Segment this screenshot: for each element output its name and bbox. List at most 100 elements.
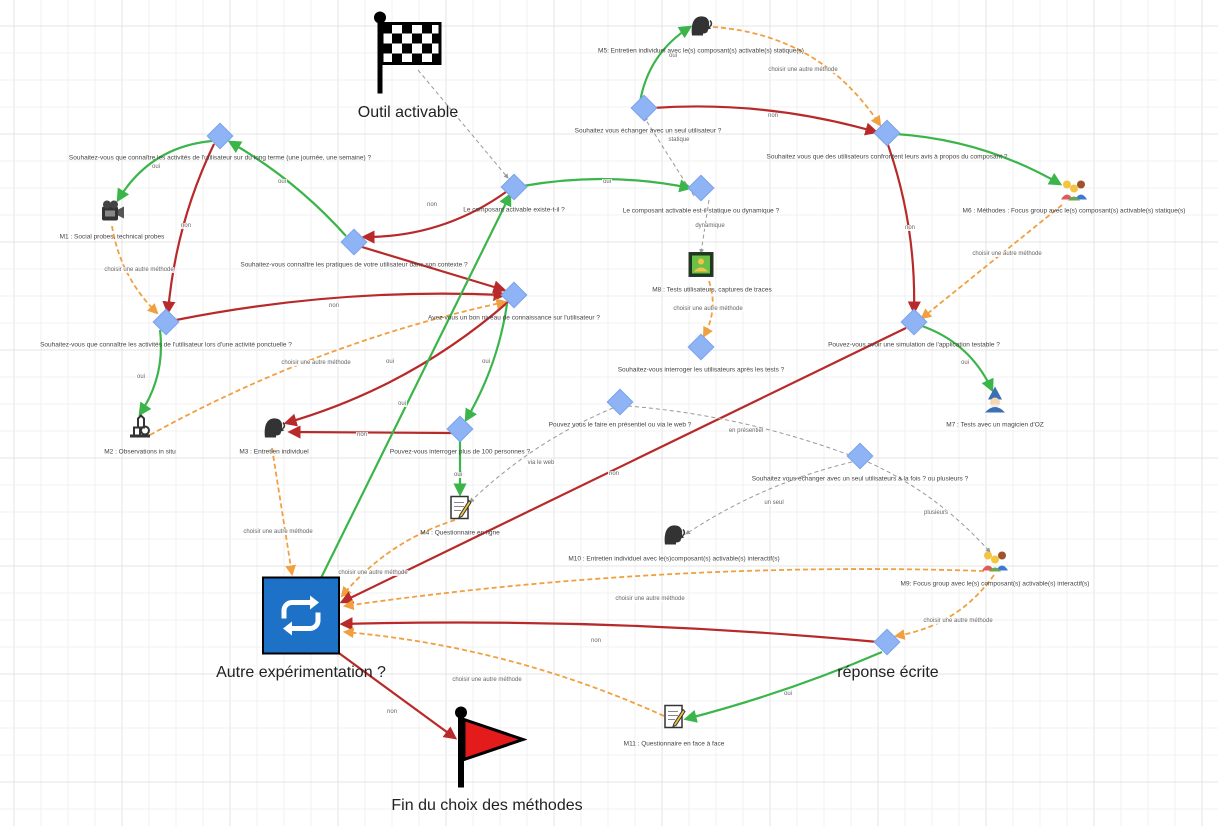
wizard-icon[interactable] xyxy=(981,386,1009,419)
edge-label: choisir une autre méthode xyxy=(922,618,994,624)
flow-edge xyxy=(683,650,883,723)
edge-label: oui xyxy=(959,360,971,366)
flow-edge xyxy=(361,191,507,244)
question-exists: Le composant activable existe-t-il ? xyxy=(463,206,565,214)
flow-edge xyxy=(699,199,710,254)
start-label: Outil activable xyxy=(357,104,459,121)
flow-edge xyxy=(271,447,296,577)
speaking-head-icon[interactable] xyxy=(688,12,714,43)
edge-label: oui xyxy=(150,164,162,170)
flow-edge xyxy=(111,225,159,315)
edge-label: oui xyxy=(452,472,464,478)
edge-label: oui xyxy=(782,691,794,697)
edge-label: choisir une autre méthode xyxy=(451,677,523,683)
method-m4: M4 : Questionnaire en ligne xyxy=(420,529,500,537)
edge-label: choisir une autre méthode xyxy=(280,360,352,366)
edge-label: oui xyxy=(396,401,408,407)
flow-edge xyxy=(638,25,693,103)
repeat-icon[interactable] xyxy=(262,576,340,660)
microscope-icon[interactable] xyxy=(128,414,152,445)
flow-edge xyxy=(331,647,458,740)
question-ponctuelle: Souhaitez-vous que connaître les activit… xyxy=(40,341,292,349)
method-m11: M11 : Questionnaire en face à face xyxy=(623,740,725,748)
edge-label: non xyxy=(425,202,439,208)
flow-edge xyxy=(893,574,995,640)
method-m3: M3 : Entretien individuel xyxy=(239,448,309,456)
flow-edge xyxy=(651,105,879,136)
question-longterm: Souhaitez-vous que connaître les activit… xyxy=(68,154,372,162)
speaking-head-icon[interactable] xyxy=(261,414,287,445)
question-confront: Souhaitez vous que des utilisateurs conf… xyxy=(766,153,1008,161)
flow-edge xyxy=(283,301,509,427)
flow-edge xyxy=(712,26,882,127)
group-icon[interactable] xyxy=(1059,178,1089,207)
edge-label: non xyxy=(327,303,341,309)
question-presentiel: Pouvez vous le faire en présentiel ou vi… xyxy=(548,421,692,429)
question-static: Le composant activable est-il statique o… xyxy=(622,207,780,215)
answer-label: réponse écrite xyxy=(837,664,939,681)
edge-label: non xyxy=(589,638,603,644)
flow-edge xyxy=(342,627,665,717)
speaking-head-icon[interactable] xyxy=(661,521,687,552)
question-plusieurs: Souhaitez vous échanger avec un seul uti… xyxy=(751,475,969,483)
red-flag-icon xyxy=(447,706,528,795)
method-m9: M9: Focus group avec le(s) composant(s) … xyxy=(900,580,1090,588)
edge-label: non xyxy=(903,225,917,231)
camera-icon[interactable] xyxy=(99,199,125,230)
memo-icon[interactable] xyxy=(662,704,686,735)
flow-edge xyxy=(921,324,994,393)
flow-edge xyxy=(867,461,991,553)
flow-edge xyxy=(361,245,507,294)
method-m5: M5: Entretien individuel avec le(s) comp… xyxy=(598,47,804,55)
edge-label: oui xyxy=(601,179,613,185)
flow-edge xyxy=(339,617,879,644)
question-100: Pouvez-vous interroger plus de 100 perso… xyxy=(389,448,531,456)
edge-label: oui xyxy=(276,179,288,185)
flow-edge xyxy=(340,519,456,598)
edge-label: en présentiel xyxy=(727,428,765,434)
flow-edge xyxy=(417,69,509,179)
flow-edge xyxy=(287,425,453,439)
flow-edge xyxy=(342,568,985,611)
group-icon[interactable] xyxy=(980,549,1010,578)
flow-edge xyxy=(464,303,509,423)
edge-label: plusieurs xyxy=(922,510,950,516)
edge-label: oui xyxy=(480,359,492,365)
method-m8: M8 : Tests utilisateurs, captures de tra… xyxy=(652,286,772,294)
flow-edge xyxy=(320,192,512,579)
question-interroger: Souhaitez-vous interroger les utilisateu… xyxy=(617,366,785,374)
memo-icon[interactable] xyxy=(448,495,472,526)
edge-label: choisir une autre méthode xyxy=(242,529,314,535)
edge-label: choisir une autre méthode xyxy=(337,570,409,576)
question-connaissance: Avez-vous un bon niveau de connaissance … xyxy=(427,314,601,322)
edge-label: un seul xyxy=(763,500,785,506)
edge-label: non xyxy=(766,113,780,119)
flow-edge xyxy=(149,298,508,436)
edge-label: choisir une autre méthode xyxy=(767,67,839,73)
flow-edge xyxy=(227,140,347,237)
checkered-flag-icon xyxy=(368,10,448,101)
method-m6: M6 : Méthodes : Focus group avec le(s) c… xyxy=(962,207,1186,215)
flow-edge xyxy=(116,139,213,203)
flow-edge xyxy=(138,329,163,417)
question-simulation: Pouvez-vous avoir une simulation de l'ap… xyxy=(828,341,1000,349)
screen-icon[interactable] xyxy=(688,252,714,283)
edge-label: oui xyxy=(667,53,679,59)
edge-label: oui xyxy=(135,374,147,380)
edge-label: statique xyxy=(667,137,691,143)
flow-edge xyxy=(685,461,853,535)
edge-label: non xyxy=(385,709,399,715)
loop-label: Autre expérimentation ? xyxy=(216,664,386,681)
flow-edge xyxy=(627,405,853,457)
edge-label: choisir une autre méthode xyxy=(103,267,175,273)
edge-label: non xyxy=(607,471,621,477)
edge-label: oui xyxy=(384,359,396,365)
method-m10: M10 : Entretien individuel avec le(s)com… xyxy=(568,555,780,563)
edge-label: non xyxy=(179,223,193,229)
flow-edge xyxy=(469,407,614,503)
flow-edge xyxy=(339,327,907,604)
method-m7: M7 : Tests avec un magicien d'OZ xyxy=(946,421,1044,429)
